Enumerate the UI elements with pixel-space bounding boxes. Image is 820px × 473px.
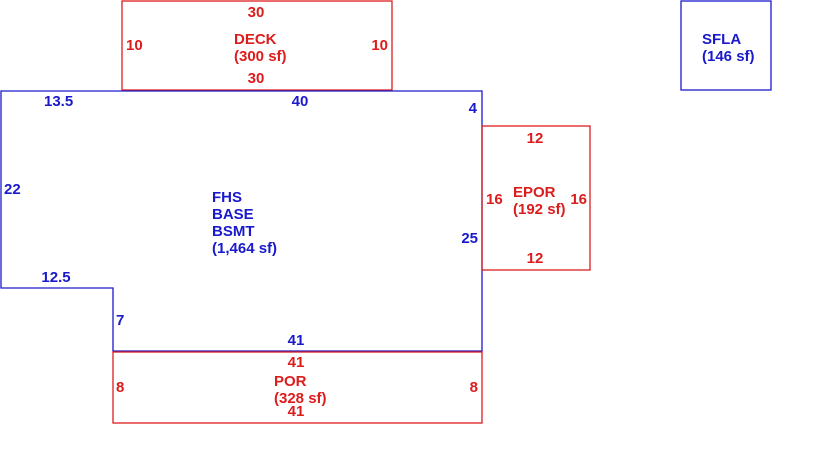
main-label-line2: BASE — [212, 206, 254, 223]
por-bottom-dimension: 41 — [288, 403, 305, 420]
por-top-dimension: 41 — [288, 354, 305, 371]
sfla-area: SFLA (146 sf) — [680, 0, 772, 91]
sfla-label: SFLA — [702, 31, 741, 48]
por-label: POR — [274, 373, 307, 390]
epor-area: 12 16 EPOR (192 sf) 16 12 — [481, 125, 591, 271]
main-area-label: (1,464 sf) — [212, 240, 277, 257]
por-area-label: (328 sf) — [274, 390, 327, 407]
main-bottom-left-dimension: 12.5 — [41, 269, 70, 286]
epor-right-dimension: 16 — [570, 191, 587, 208]
deck-label: DECK — [234, 31, 277, 48]
por-outline — [112, 351, 483, 424]
sfla-area-label: (146 sf) — [702, 48, 755, 65]
main-left-dimension: 22 — [4, 181, 21, 198]
deck-right-dimension: 10 — [371, 37, 388, 54]
main-right-dimension: 25 — [461, 230, 478, 247]
main-step-dimension: 7 — [116, 312, 124, 329]
main-top-dimension: 40 — [292, 93, 309, 110]
main-bottom-dimension: 41 — [288, 332, 305, 349]
main-top-left-dimension: 13.5 — [44, 93, 73, 110]
main-label-line1: FHS — [212, 189, 242, 206]
deck-top-dimension: 30 — [248, 4, 265, 21]
epor-label: EPOR — [513, 184, 556, 201]
main-base-outline — [0, 90, 483, 352]
epor-top-dimension: 12 — [527, 130, 544, 147]
por-right-dimension: 8 — [470, 379, 478, 396]
main-label-line3: BSMT — [212, 223, 255, 240]
epor-bottom-dimension: 12 — [527, 250, 544, 267]
main-right-step-dimension: 4 — [469, 100, 478, 117]
por-area: 41 8 POR (328 sf) 8 41 — [112, 351, 483, 424]
deck-area-label: (300 sf) — [234, 48, 287, 65]
epor-outline — [481, 125, 591, 271]
deck-left-dimension: 10 — [126, 37, 143, 54]
deck-area: 30 10 10 DECK (300 sf) 30 — [121, 0, 393, 91]
por-left-dimension: 8 — [116, 379, 124, 396]
sfla-outline — [680, 0, 772, 91]
deck-bottom-dimension: 30 — [248, 70, 265, 87]
main-base-area: 13.5 40 4 22 FHS BASE BSMT (1,464 sf) 25… — [0, 90, 483, 352]
epor-left-dimension: 16 — [486, 191, 503, 208]
epor-area-label: (192 sf) — [513, 201, 566, 218]
deck-outline — [121, 0, 393, 91]
